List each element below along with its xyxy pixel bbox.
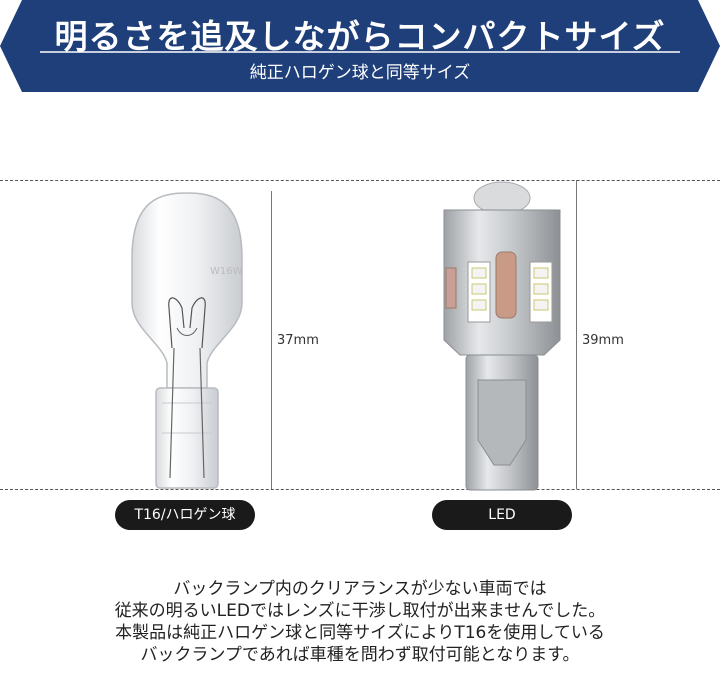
bulb-glass-marking: W16W [210, 266, 243, 277]
halogen-height-marker [271, 191, 272, 489]
led-bulb-image [443, 181, 561, 491]
description-line: 本製品は純正ハロゲン球と同等サイズによりT16を使用している [115, 623, 605, 643]
description-line: バックランプであれば車種を問わず取付可能となります。 [140, 645, 580, 665]
led-height-marker [576, 180, 577, 489]
led-label-badge: LED [432, 500, 572, 530]
banner-background [0, 0, 720, 92]
halogen-label-badge: T16/ハロゲン球 [115, 500, 255, 530]
halogen-length-label: 37mm [277, 333, 319, 348]
led-length-label: 39mm [582, 333, 624, 348]
header-banner: 明るさを追及しながらコンパクトサイズ 純正ハロゲン球と同等サイズ [0, 0, 720, 92]
description-line: 従来の明るいLEDではレンズに干渉し取付が出来ませんでした。 [114, 601, 606, 621]
bottom-dimension-line [0, 489, 720, 490]
page-subtitle: 純正ハロゲン球と同等サイズ [249, 63, 471, 83]
top-dimension-line-left [0, 180, 720, 181]
halogen-bulb-image: W16W [131, 192, 243, 489]
page-title: 明るさを追及しながらコンパクトサイズ [54, 17, 666, 56]
description-text: バックランプ内のクリアランスが少ない車両では 従来の明るいLEDではレンズに干渉… [0, 578, 720, 666]
description-line: バックランプ内のクリアランスが少ない車両では [173, 579, 547, 599]
